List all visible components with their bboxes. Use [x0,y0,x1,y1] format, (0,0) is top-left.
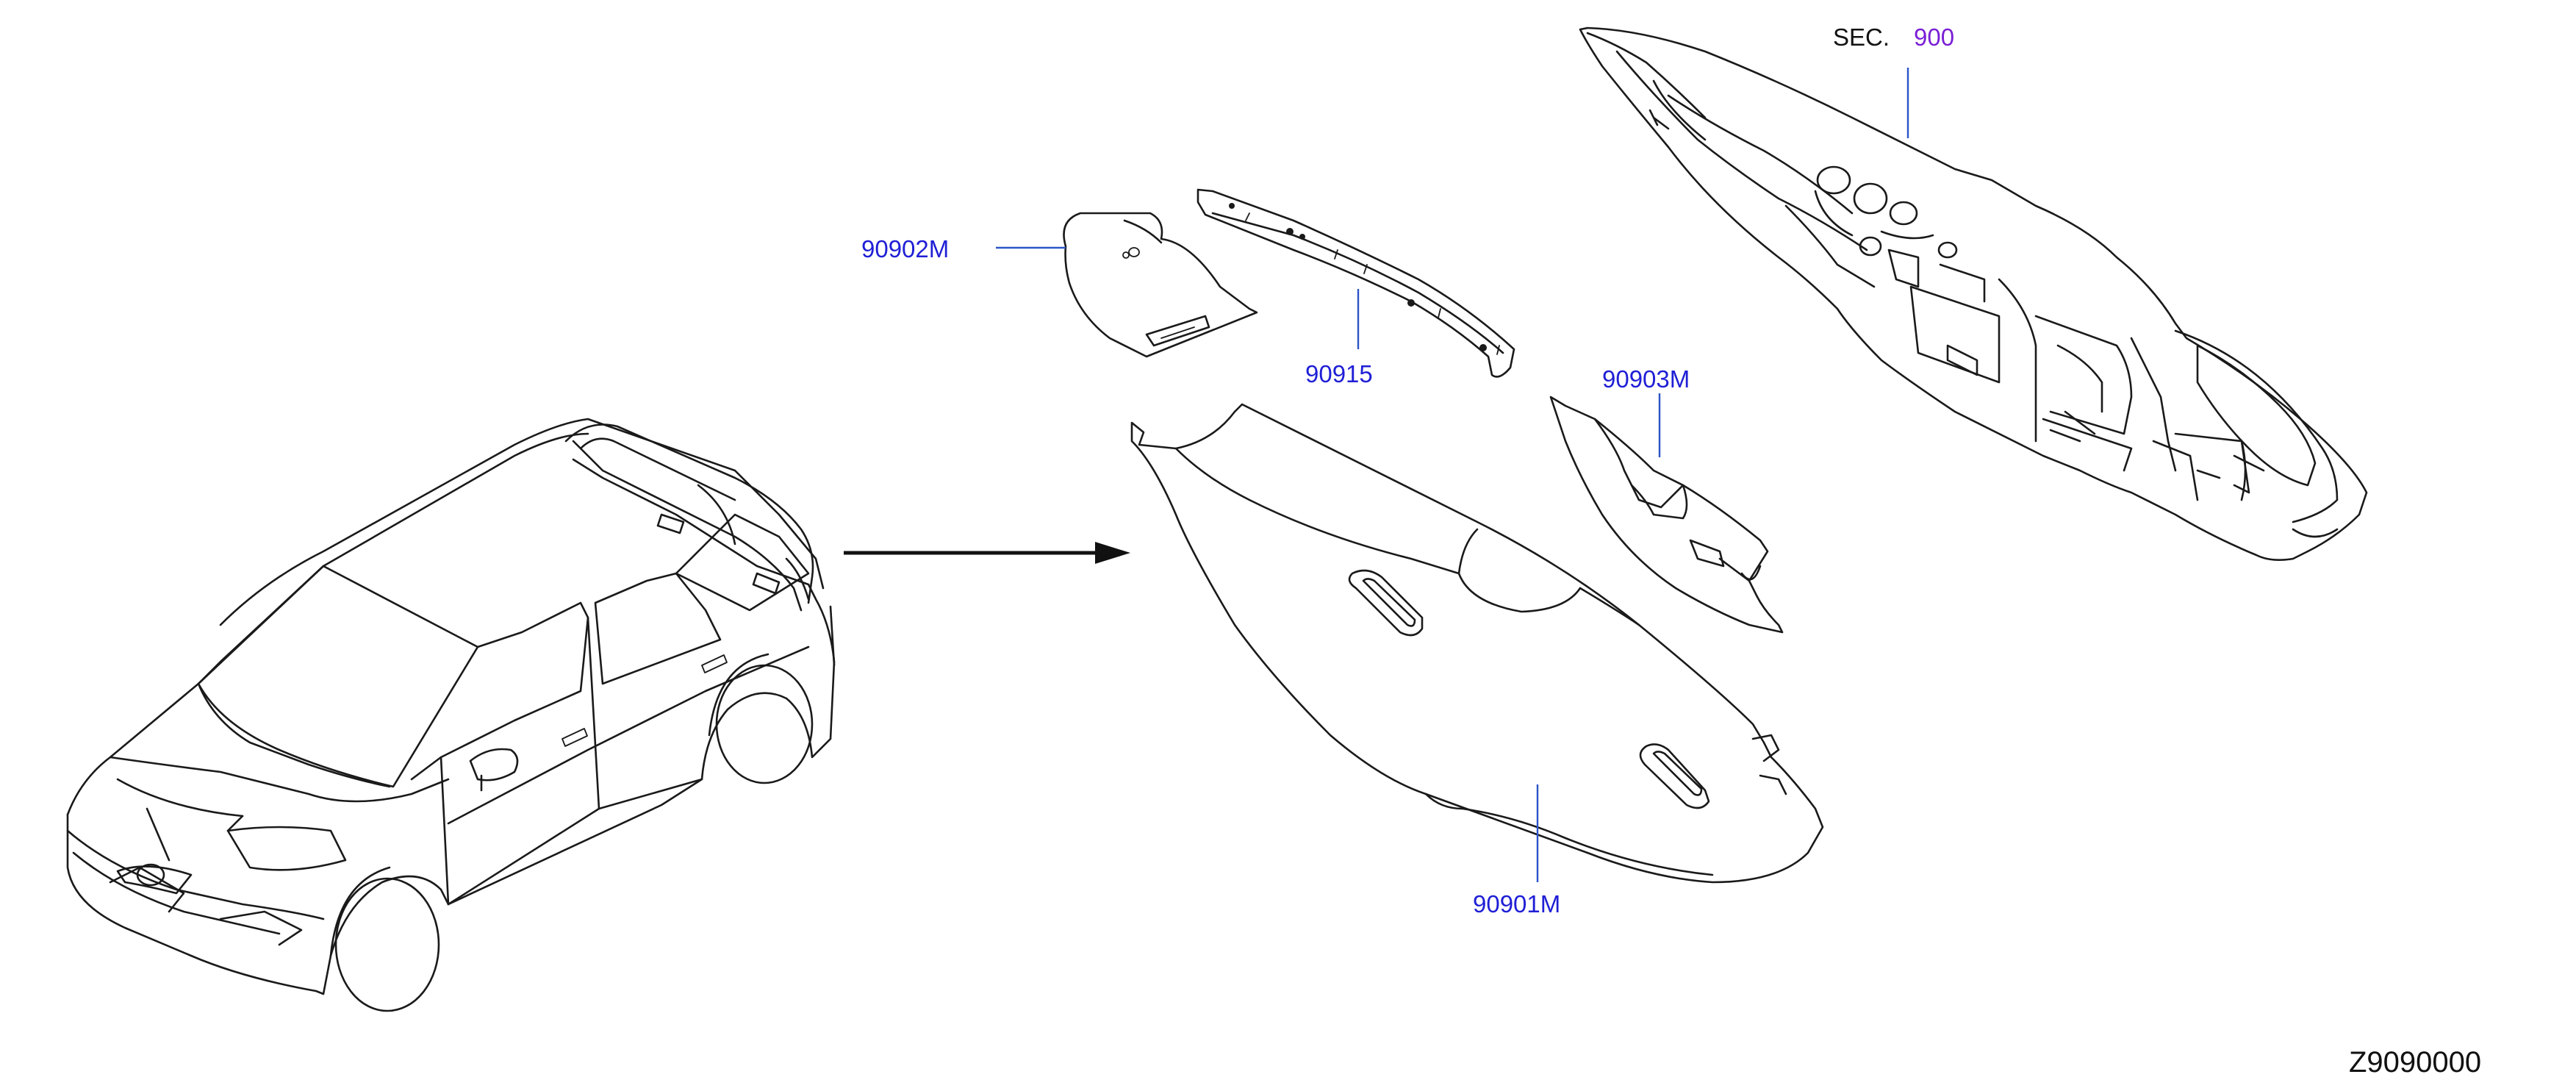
direction-arrow [844,542,1130,564]
section-prefix: SEC. [1833,24,1890,51]
callout-90902m: 90902M [861,235,949,262]
part-90901m [1130,403,1824,884]
part-90903m [1549,396,1784,634]
callout-90901m: 90901M [1473,890,1560,917]
callout-90915: 90915 [1305,360,1373,387]
part-90915 [1196,188,1515,378]
callout-90903m: 90903M [1602,365,1690,393]
car-illustration [66,418,836,1012]
figure-code: Z9090000 [2349,1046,2481,1079]
leader-lines [996,68,1909,882]
section-900-panel [1579,26,2368,561]
part-90902m [1063,212,1258,358]
section-number[interactable]: 900 [1914,24,1954,51]
clip-markers [1229,203,1500,355]
